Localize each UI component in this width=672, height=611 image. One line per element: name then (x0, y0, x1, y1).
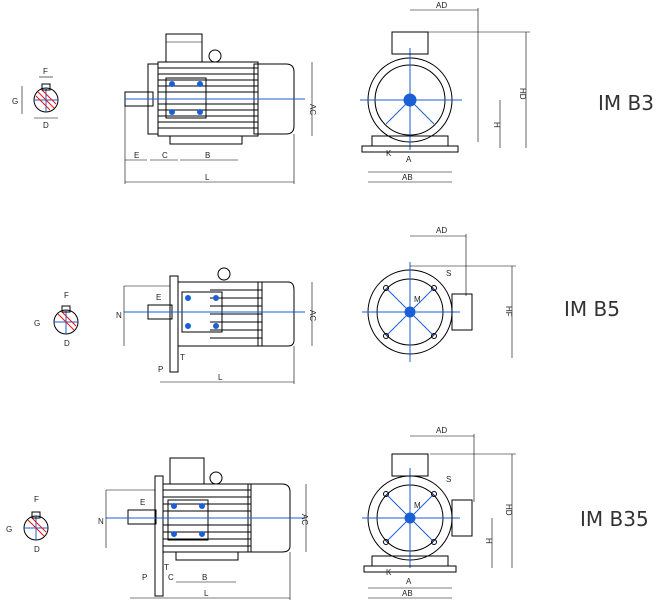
side-view-b35: E N P T C B L AC (98, 457, 309, 600)
side-dim-n: N (116, 311, 122, 320)
shaft-dim-f: F (34, 495, 39, 504)
side-dim-c: C (168, 573, 174, 582)
lifting-eye-icon (209, 471, 223, 485)
variant-title-b3: IM B3 (598, 91, 654, 115)
front-dim-a: A (406, 155, 412, 164)
front-dim-ad: AD (436, 226, 447, 235)
front-dim-ad: AD (436, 426, 447, 435)
side-dim-b: B (202, 573, 207, 582)
shaft-dim-g: G (12, 97, 18, 106)
front-dim-a: A (406, 577, 412, 586)
front-dim-hd: HD (504, 504, 513, 516)
shaft-section-b35: F G D (6, 495, 49, 554)
lifting-eye-icon (217, 267, 231, 281)
side-view-b3: E C B L AC (124, 33, 317, 184)
side-dim-n: N (98, 517, 104, 526)
shaft-section-b3: F G D (12, 67, 59, 130)
front-dim-hd: HD (518, 88, 527, 100)
side-dim-e: E (134, 151, 139, 160)
side-dim-l: L (204, 589, 209, 598)
side-view-b5: E N T P L AC (116, 267, 317, 384)
side-dim-t: T (164, 563, 169, 572)
front-dim-h: H (484, 538, 493, 544)
variant-title-b5: IM B5 (564, 297, 620, 321)
front-view-b35: AD HD H A AB K M S (362, 426, 516, 599)
front-view-b5: AD HF M S (362, 226, 516, 362)
side-dim-ac: AC (308, 310, 317, 321)
variant-im-b35: F G D (6, 426, 649, 600)
variant-title-b35: IM B35 (580, 507, 649, 531)
side-dim-e: E (156, 293, 161, 302)
shaft-dim-g: G (34, 319, 40, 328)
variant-im-b5: F G D E N T (34, 226, 620, 384)
front-view-b3: AD HD H A AB K (360, 1, 530, 183)
side-dim-b: B (205, 151, 210, 160)
front-dim-ab: AB (402, 173, 413, 182)
side-dim-p: P (142, 573, 147, 582)
side-dim-l: L (205, 173, 210, 182)
shaft-dim-f: F (64, 291, 69, 300)
side-dim-e: E (140, 498, 145, 507)
variant-im-b3: F G D (12, 1, 654, 184)
front-dim-ad: AD (436, 1, 447, 10)
side-dim-ac: AC (300, 514, 309, 525)
front-dim-s: S (446, 269, 451, 278)
shaft-dim-d: D (43, 121, 49, 130)
shaft-dim-d: D (64, 339, 70, 348)
side-dim-c: C (162, 151, 168, 160)
front-dim-k: K (386, 149, 392, 158)
front-dim-m: M (414, 501, 421, 510)
front-dim-ab: AB (402, 589, 413, 598)
shaft-dim-d: D (34, 545, 40, 554)
side-dim-p: P (158, 365, 163, 374)
lifting-eye-icon (208, 49, 222, 63)
shaft-section-b5: F G D (34, 291, 79, 348)
shaft-dim-f: F (43, 67, 48, 76)
front-dim-s: S (446, 475, 451, 484)
side-dim-ac: AC (308, 104, 317, 115)
side-dim-t: T (180, 353, 185, 362)
shaft-dim-g: G (6, 525, 12, 534)
front-dim-h: H (492, 122, 501, 128)
terminal-box-bolts (169, 81, 203, 115)
front-dim-m: M (414, 295, 421, 304)
front-dim-k: K (386, 568, 392, 577)
side-dim-l: L (218, 373, 223, 382)
front-dim-hf: HF (504, 306, 513, 317)
